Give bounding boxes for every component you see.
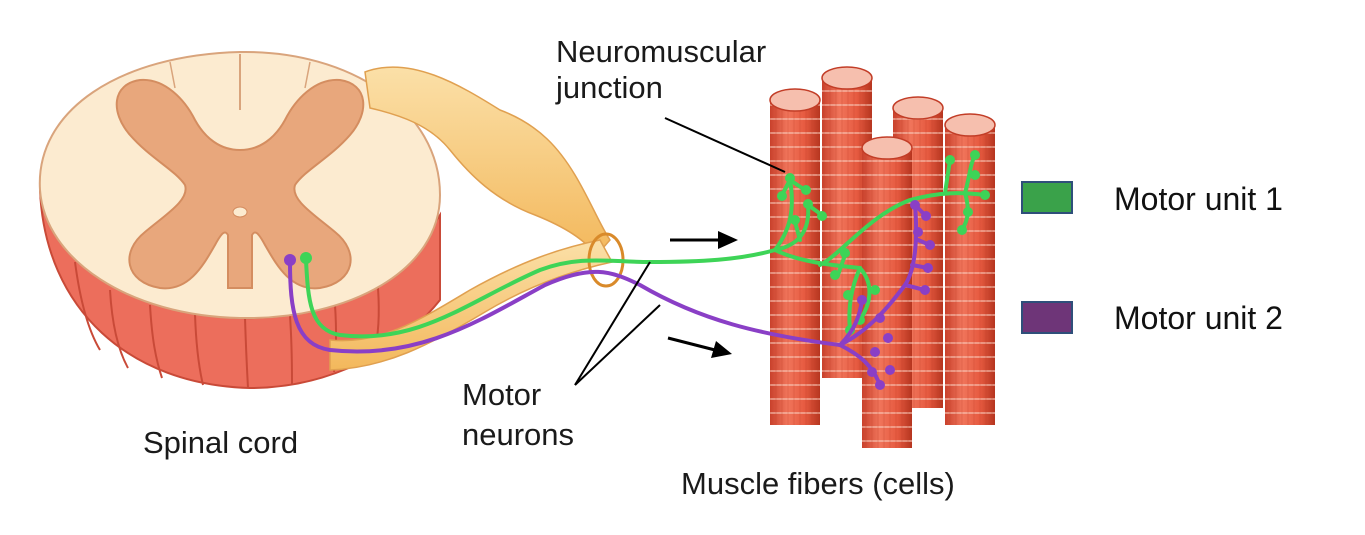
- legend-label-2: Motor unit 2: [1114, 300, 1283, 336]
- nmj-label-line2: junction: [556, 70, 663, 105]
- motor-neurons-label-line1: Motor: [462, 377, 542, 412]
- muscle-fibers-label: Muscle fibers (cells): [681, 466, 955, 501]
- motor-neurons-label: Motor neurons: [462, 375, 574, 455]
- legend-swatch-2: [1021, 301, 1073, 334]
- neuromuscular-junctions-2: [284, 200, 935, 390]
- arrow-right-icon: [667, 336, 732, 358]
- motor-neurons-leader-2: [574, 304, 661, 386]
- motor-neurons-leader-1: [574, 261, 651, 386]
- direction-arrows: [667, 231, 738, 358]
- motor-neurons-label-line2: neurons: [462, 417, 575, 452]
- muscle-fiber: [861, 136, 913, 448]
- grey-matter: [115, 78, 365, 290]
- spinal-cord-label: Spinal cord: [143, 425, 299, 460]
- arrow-right-icon: [670, 231, 738, 249]
- nmj-label-line1: Neuromuscular: [556, 34, 767, 69]
- nmj-label: Neuromuscular junction: [556, 34, 766, 106]
- leader-lines: [574, 117, 786, 386]
- dorsal-root-ganglion: [364, 66, 611, 258]
- legend-swatch-1: [1021, 181, 1073, 214]
- legend-label-1: Motor unit 1: [1114, 181, 1283, 217]
- nmj-leader-line: [664, 117, 786, 173]
- spinal-cord: [38, 50, 442, 390]
- muscle-fibers: [769, 66, 996, 448]
